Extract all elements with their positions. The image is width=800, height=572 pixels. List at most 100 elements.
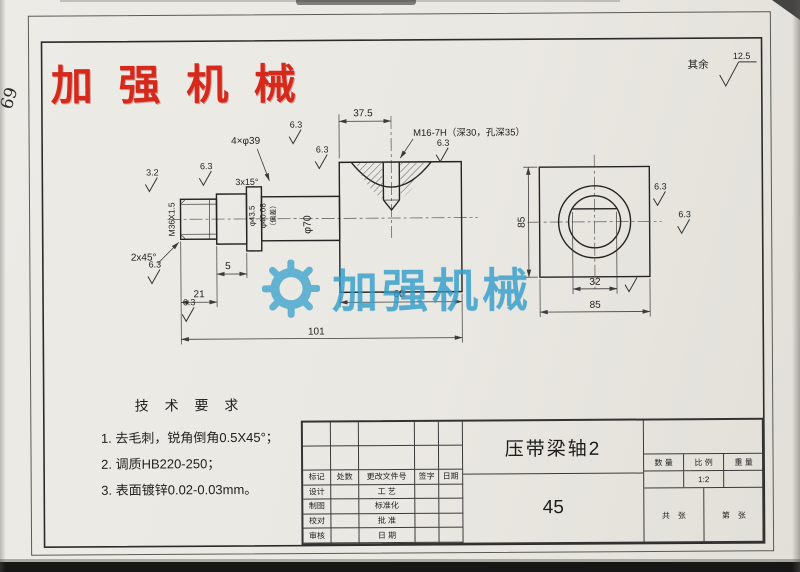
thread-spec-label: M36X1.5 xyxy=(166,202,176,236)
titleblock-role-cell: 审核 xyxy=(303,528,332,544)
technical-requirements-title: 技 术 要 求 xyxy=(134,396,245,414)
titleblock-empty-cell xyxy=(331,499,360,515)
titleblock-empty-cell xyxy=(438,445,464,470)
titleblock-role-cell: 制图 xyxy=(303,499,332,515)
dim-total-length: 101 xyxy=(308,326,325,337)
dim-hole-offset: 37.5 xyxy=(353,108,373,119)
brand-stamp-red: 加 强 机 械 xyxy=(50,60,303,110)
surface-roughness-icon: 6.3 xyxy=(147,259,162,285)
surface-roughness-icon: 12.5 xyxy=(719,51,757,88)
scan-artifact xyxy=(296,0,416,5)
fit-diameter-label: φ40.08 xyxy=(258,203,267,229)
surface-roughness-icon: 6.3 xyxy=(653,181,667,207)
titleblock-empty-cell xyxy=(358,445,416,471)
side-view: 85 32 85 6.3 6.3 xyxy=(517,154,691,318)
technical-requirements: 技 术 要 求 1. 去毛刺，锐角倒角0.5X45°； 2. 调质HB220-2… xyxy=(101,395,280,504)
other-surfaces-label: 其余 xyxy=(688,58,710,71)
scan-artifact xyxy=(0,562,800,572)
titleblock-role-cell: 日 期 xyxy=(359,528,416,544)
surface-roughness-icon: 6.3 xyxy=(288,120,303,145)
tapped-hole xyxy=(356,161,427,212)
dim-side-height: 85 xyxy=(517,216,528,228)
gear-icon xyxy=(261,259,321,318)
sheet-number-label: 第 张 xyxy=(721,510,746,520)
body-diameter-label: φ70 xyxy=(302,215,314,234)
titleblock-header-cell: 标记 xyxy=(303,470,332,486)
titleblock-empty-cell xyxy=(302,422,331,447)
roughness-marks-front: 3.2 6.3 6.3 6.3 6.3 xyxy=(144,120,450,323)
titleblock-empty-cell xyxy=(439,513,464,529)
watermark: 加强机械 xyxy=(261,254,532,322)
side-view-dimensions: 85 32 85 xyxy=(517,166,651,318)
titleblock-header-cell: 日期 xyxy=(439,469,464,485)
qty-label: 数 量 xyxy=(644,454,685,471)
tech-req-item: 3. 表面镀锌0.02-0.03mm。 xyxy=(101,481,258,498)
scale-label: 比 例 xyxy=(684,454,725,471)
sheet-total-label: 共 张 xyxy=(644,488,705,543)
titleblock-header-cell: 处数 xyxy=(331,470,360,486)
titleblock-empty-cell xyxy=(330,446,360,471)
front-view: 37.5 M16-7H（深30，孔深35） 4×φ39 3x15° 2x45° … xyxy=(131,108,525,345)
svg-text:6.3: 6.3 xyxy=(654,181,667,191)
general-roughness-note: 其余 12.5 xyxy=(688,51,757,88)
dim-flat-width: 32 xyxy=(589,277,601,288)
sheet-border xyxy=(27,11,775,556)
titleblock-empty-cell xyxy=(415,498,440,514)
svg-text:6.3: 6.3 xyxy=(290,120,303,130)
titleblock-empty-cell xyxy=(302,446,332,471)
titleblock-empty-cell xyxy=(415,528,440,543)
titleblock-empty-cell xyxy=(439,484,464,499)
weight-label: 重 量 xyxy=(734,457,753,467)
surface-roughness-icon: 6.3 xyxy=(435,138,450,163)
svg-text:6.3: 6.3 xyxy=(316,144,329,154)
front-view-dimensions: 37.5 M16-7H（深30，孔深35） 4×φ39 3x15° 2x45° … xyxy=(131,108,525,345)
title-block-name-area: 压带梁轴2 45 xyxy=(462,420,644,543)
titleblock-role-cell: 设计 xyxy=(303,485,332,500)
title-block-revision-grid: 标记 处数 更改文件号 签字 日期 设计 工 艺 制图 标准化 校对 批 准 xyxy=(302,421,464,544)
titleblock-empty-cell xyxy=(643,419,764,455)
bore-circle xyxy=(567,195,622,249)
surface-roughness-icon: 6.3 xyxy=(677,209,691,235)
titleblock-empty-cell xyxy=(415,484,440,500)
svg-text:12.5: 12.5 xyxy=(733,51,751,61)
svg-text:3.2: 3.2 xyxy=(146,167,159,177)
titleblock-header-cell: 更改文件号 xyxy=(359,469,416,485)
title-block: 标记 处数 更改文件号 签字 日期 设计 工 艺 制图 标准化 校对 批 准 xyxy=(300,417,765,546)
svg-text:6.3: 6.3 xyxy=(437,138,450,148)
titleblock-header-cell: 签字 xyxy=(415,469,440,485)
titleblock-empty-cell xyxy=(331,528,360,544)
part-name: 压带梁轴2 xyxy=(462,420,644,475)
scan-artifact xyxy=(792,0,800,572)
titleblock-role-cell: 校对 xyxy=(303,514,332,529)
surface-roughness-icon: 6.3 xyxy=(181,297,195,323)
titleblock-empty-cell xyxy=(414,445,440,470)
svg-text:6.3: 6.3 xyxy=(200,161,213,171)
dim-step-length: 5 xyxy=(225,261,231,272)
scan-artifact xyxy=(0,0,6,572)
chamfer-step-label: 3x15° xyxy=(235,177,259,187)
titleblock-role-cell: 标准化 xyxy=(359,499,416,515)
titleblock-empty-cell xyxy=(439,527,464,543)
weight-value xyxy=(724,471,763,487)
titleblock-empty-cell xyxy=(414,421,439,446)
svg-text:6.3: 6.3 xyxy=(149,259,162,269)
titleblock-empty-cell xyxy=(415,513,440,529)
title-block-info-area: 数 量 比 例 重 量 1:2 共 张 第 张 xyxy=(642,419,764,543)
dim-thread-length: 21 xyxy=(193,289,205,300)
tap-hole-note: M16-7H（深30，孔深35） xyxy=(413,126,525,139)
scan-artifact xyxy=(0,559,800,562)
titleblock-empty-cell xyxy=(331,484,360,500)
titleblock-empty-cell xyxy=(439,498,464,514)
qty-value xyxy=(644,471,685,488)
fit-tolerance-label: （偏差） xyxy=(268,202,277,230)
outer-circle xyxy=(557,185,632,259)
body-block xyxy=(338,160,463,294)
titleblock-empty-cell xyxy=(330,422,359,447)
dim-side-width: 85 xyxy=(590,300,602,311)
svg-text:6.3: 6.3 xyxy=(678,209,691,219)
part-material: 45 xyxy=(542,497,564,519)
surface-roughness-icon xyxy=(624,277,638,293)
surface-roughness-icon: 6.3 xyxy=(198,161,213,187)
